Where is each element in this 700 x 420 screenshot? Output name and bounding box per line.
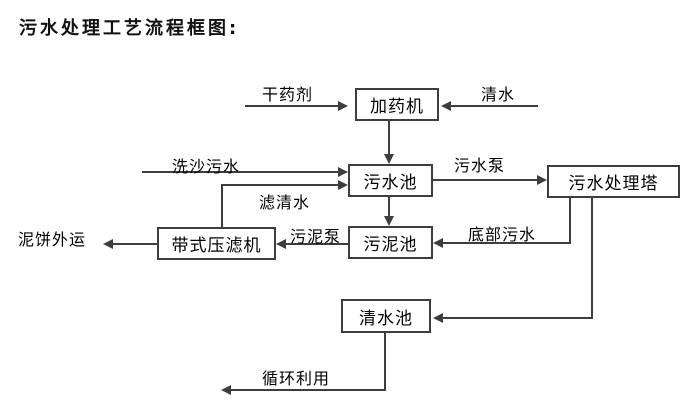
arrowhead-right-icon — [338, 167, 348, 177]
arrowhead-left-icon — [433, 238, 443, 248]
edge-label-dry-chemical: 干药剂 — [262, 85, 314, 104]
node-clean-water-pool: 清水池 — [341, 299, 431, 333]
node-belt-filter-press-label: 带式压滤机 — [171, 236, 262, 256]
arrowhead-right-icon — [338, 101, 348, 111]
edge-clean-water-line — [451, 105, 538, 107]
arrowhead-right-icon — [537, 175, 547, 185]
edge-sewage-to-sludge-line — [388, 197, 390, 216]
arrowhead-left-icon — [221, 385, 231, 395]
node-treatment-tower: 污水处理塔 — [547, 165, 680, 198]
edge-mud-cake-line — [113, 243, 157, 245]
arrowhead-right-icon — [338, 180, 348, 190]
edge-filtered-water-vline — [221, 185, 223, 227]
edge-dry-chemical-line — [245, 105, 345, 107]
edge-label-clean-water: 清水 — [481, 85, 516, 104]
edge-label-sludge-pump: 污泥泵 — [290, 227, 342, 246]
edge-label-recycle: 循环利用 — [262, 369, 331, 388]
edge-filtered-water-hline — [221, 184, 338, 186]
edge-bottom-sewage-vline — [569, 198, 571, 243]
node-sludge-pool: 污泥池 — [348, 226, 433, 259]
edge-dosing-to-sewage-line — [388, 121, 390, 154]
edge-label-mud-cake: 泥饼外运 — [18, 230, 87, 249]
node-treatment-tower-label: 污水处理塔 — [568, 174, 659, 194]
node-sludge-pool-label: 污泥池 — [363, 235, 418, 255]
arrowhead-left-icon — [276, 239, 286, 249]
edge-label-bottom-sewage: 底部污水 — [468, 225, 537, 244]
edge-sand-washing-line — [142, 171, 338, 173]
edge-tower-to-clean-vline — [591, 198, 593, 318]
edge-sewage-pump-line — [433, 179, 537, 181]
node-sewage-pool-label: 污水池 — [363, 173, 418, 193]
edge-tower-to-clean-hline — [443, 317, 593, 319]
edge-label-sewage-pump: 污水泵 — [454, 156, 506, 175]
edge-recycle-hline — [231, 389, 386, 391]
edge-bottom-sewage-hline — [443, 242, 571, 244]
arrowhead-left-icon — [441, 101, 451, 111]
arrowhead-down-icon — [384, 216, 394, 226]
edge-sludge-pump-line — [286, 243, 348, 245]
edge-label-filtered-water: 滤清水 — [259, 193, 311, 212]
edge-recycle-vline — [384, 333, 386, 390]
arrowhead-left-icon — [103, 239, 113, 249]
node-dosing-machine-label: 加药机 — [370, 97, 424, 117]
arrowhead-down-icon — [384, 154, 394, 164]
node-clean-water-pool-label: 清水池 — [359, 308, 413, 329]
node-belt-filter-press: 带式压滤机 — [157, 227, 276, 260]
arrowhead-left-icon — [433, 313, 443, 323]
node-dosing-machine: 加药机 — [355, 88, 439, 121]
node-sewage-pool: 污水池 — [348, 164, 433, 197]
edge-label-sand-washing: 洗沙污水 — [172, 157, 241, 176]
page-title: 污水处理工艺流程框图: — [19, 18, 240, 39]
